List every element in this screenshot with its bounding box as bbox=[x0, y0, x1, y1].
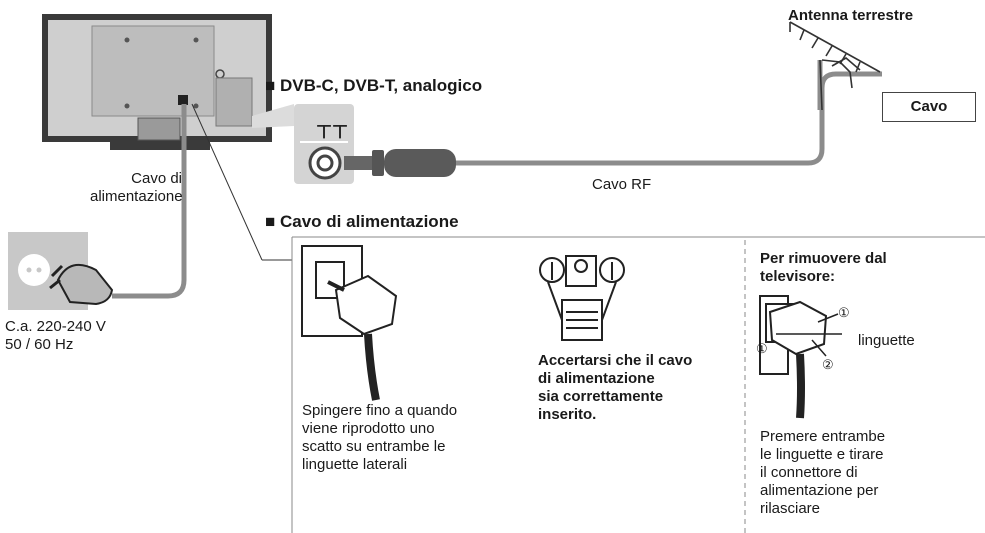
rf-port-callout bbox=[252, 104, 354, 184]
wall-socket bbox=[8, 232, 114, 310]
marker-2: ② bbox=[822, 357, 834, 372]
tab-label: linguette bbox=[858, 332, 915, 349]
remove-title: Per rimuovere dal televisore: bbox=[760, 250, 887, 285]
remove-instructions: Premere entrambe le linguette e tirare i… bbox=[760, 428, 886, 517]
insert-plug-illustration bbox=[301, 245, 398, 401]
marker-1-left: ① bbox=[756, 341, 768, 356]
marker-1-top: ① bbox=[838, 305, 850, 320]
power-cord-label: Cavo di alimentazione bbox=[90, 170, 183, 205]
insert-instructions: Spingere fino a quando viene riprodotto … bbox=[302, 402, 458, 473]
check-instructions: Accertarsi che il cavo di alimentazione … bbox=[538, 352, 693, 423]
mains-spec: C.a. 220-240 V 50 / 60 Hz bbox=[5, 318, 106, 353]
cable-label: Cavo bbox=[910, 98, 948, 115]
rf-cable bbox=[344, 60, 882, 177]
rf-port-symbol: ㄒㄒ bbox=[316, 124, 349, 141]
power-cord bbox=[112, 103, 292, 299]
tv-back-illustration bbox=[42, 14, 272, 150]
power-panel-frame bbox=[291, 236, 985, 533]
antenna-illustration bbox=[789, 21, 881, 111]
rf-cable-label: Cavo RF bbox=[592, 176, 652, 193]
cable-box: Cavo bbox=[882, 92, 976, 122]
antenna-label: Antenna terrestre bbox=[788, 7, 914, 24]
remove-plug-illustration bbox=[759, 295, 842, 419]
check-plug-illustration bbox=[539, 255, 625, 341]
section-title-power: ■ Cavo di alimentazione bbox=[265, 212, 459, 231]
section-title-dvb: ■ DVB-C, DVB-T, analogico bbox=[265, 76, 483, 95]
